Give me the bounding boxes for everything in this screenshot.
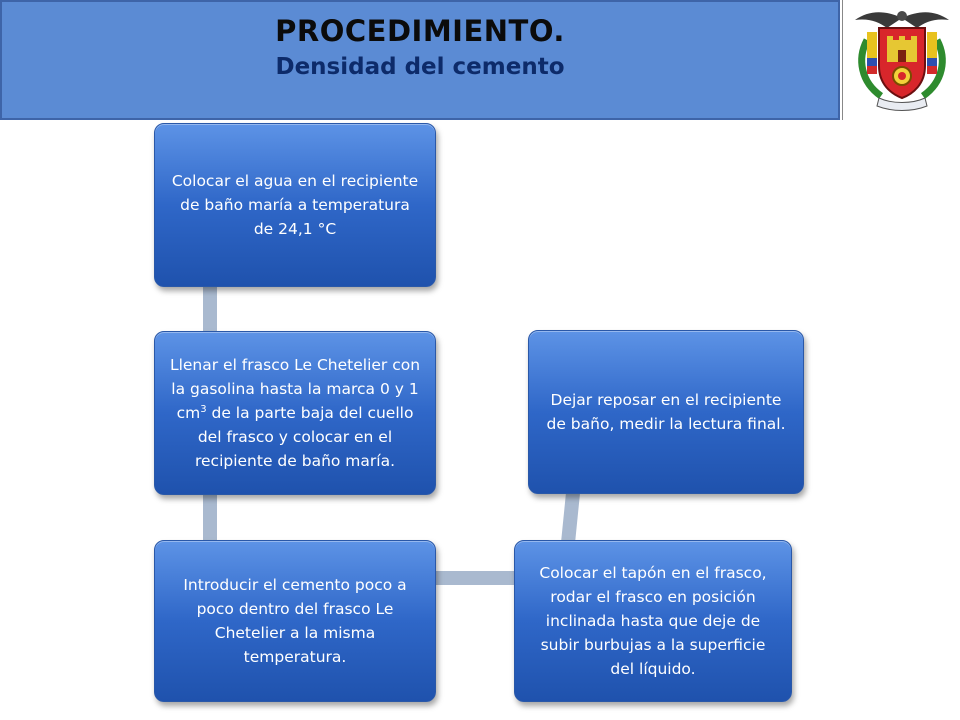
coat-of-arms-icon: [855, 11, 949, 111]
logo-container: [842, 0, 960, 120]
step-5-box: Dejar reposar en el recipiente de baño, …: [528, 330, 804, 494]
step-1-text: Colocar el agua en el recipiente de baño…: [171, 171, 419, 238]
step-2-text: Llenar el frasco Le Chetelier con la gas…: [169, 355, 421, 471]
step-2-box: Llenar el frasco Le Chetelier con la gas…: [154, 331, 436, 495]
step-1-box: Colocar el agua en el recipiente de baño…: [154, 123, 436, 287]
page-title: PROCEDIMIENTO.: [275, 14, 565, 48]
step-4-box: Colocar el tapón en el frasco, rodar el …: [514, 540, 792, 702]
title-banner: PROCEDIMIENTO. Densidad del cemento: [0, 0, 840, 120]
step-3-text: Introducir el cemento poco a poco dentro…: [183, 575, 407, 667]
page-subtitle: Densidad del cemento: [275, 54, 565, 80]
step-4-text: Colocar el tapón en el frasco, rodar el …: [539, 563, 767, 679]
step-3-box: Introducir el cemento poco a poco dentro…: [154, 540, 436, 702]
step-5-text: Dejar reposar en el recipiente de baño, …: [546, 390, 786, 433]
connector-4-5: [561, 492, 580, 544]
